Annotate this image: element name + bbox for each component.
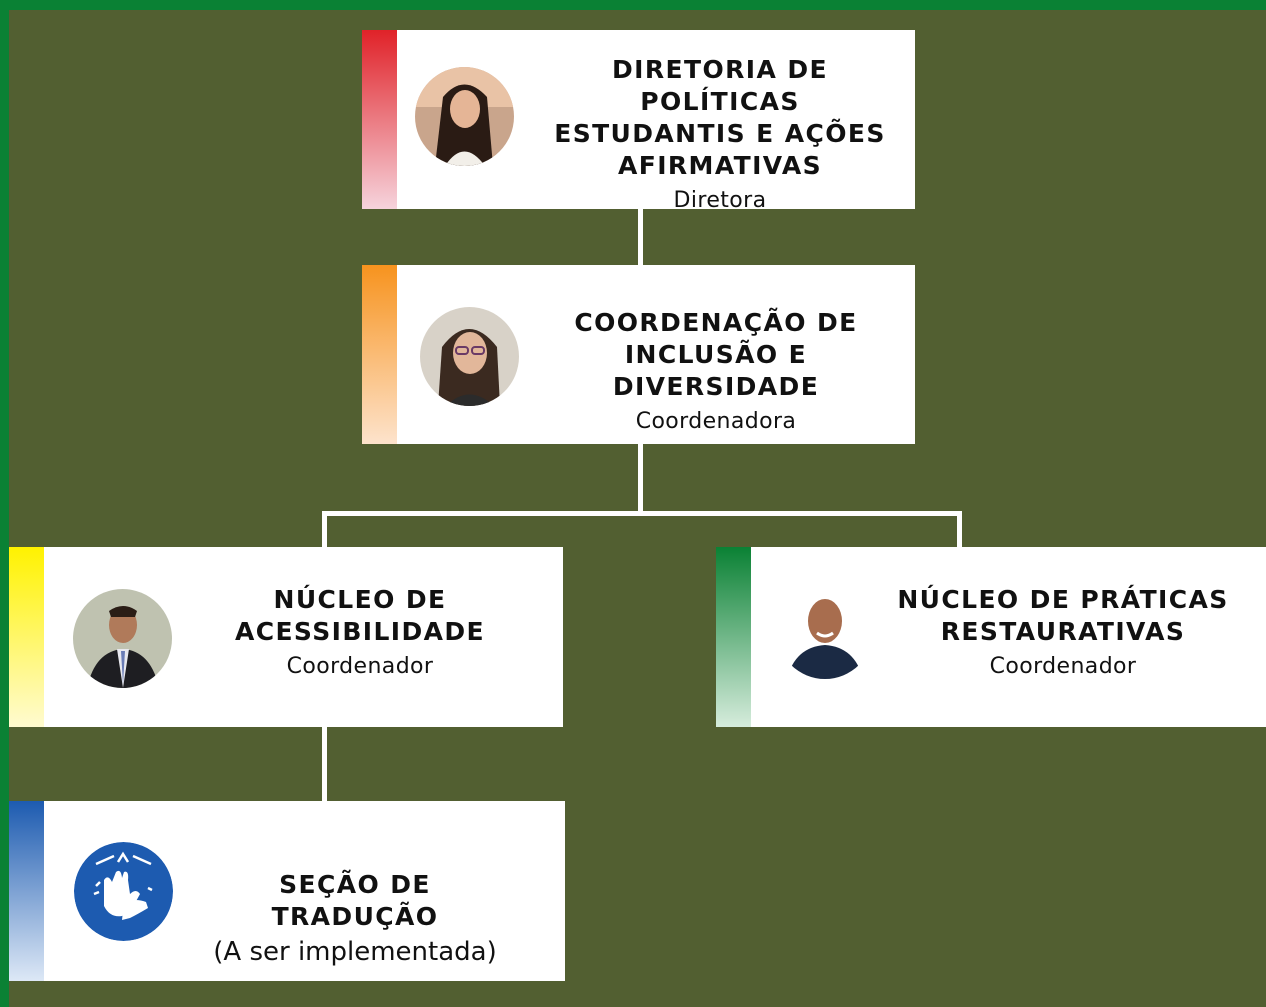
sign-language-icon bbox=[74, 842, 173, 941]
node-role: Coordenador bbox=[989, 654, 1137, 679]
connector-to-acessibilidade bbox=[322, 511, 327, 548]
person-photo-avatar bbox=[415, 67, 514, 166]
color-stripe-blue bbox=[9, 801, 44, 981]
node-text: SEÇÃO DE TRADUÇÃO (A ser implementada) bbox=[195, 869, 515, 969]
node-role: Coordenadora bbox=[635, 409, 797, 434]
node-coordenacao: COORDENAÇÃO DE INCLUSÃO E DIVERSIDADE Co… bbox=[362, 265, 915, 444]
connector-diretoria-coordenacao bbox=[638, 209, 643, 266]
node-diretoria: DIRETORIA DE POLÍTICAS ESTUDANTIS E AÇÕE… bbox=[362, 30, 915, 209]
node-title: NÚCLEO DE PRÁTICAS RESTAURATIVAS bbox=[897, 585, 1229, 646]
node-title: NÚCLEO DE ACESSIBILIDADE bbox=[234, 585, 486, 646]
connector-coordenacao-down bbox=[638, 444, 643, 513]
node-text: DIRETORIA DE POLÍTICAS ESTUDANTIS E AÇÕE… bbox=[532, 54, 908, 209]
node-acessibilidade: NÚCLEO DE ACESSIBILIDADE Coordenador bbox=[9, 547, 563, 727]
node-title: SEÇÃO DE TRADUÇÃO bbox=[271, 870, 439, 931]
person-photo-avatar bbox=[420, 307, 519, 406]
connector-to-restaurativas bbox=[957, 511, 962, 548]
node-role: Diretora bbox=[673, 188, 767, 209]
node-text: COORDENAÇÃO DE INCLUSÃO E DIVERSIDADE Co… bbox=[530, 307, 902, 437]
color-stripe-yellow bbox=[9, 547, 44, 727]
node-traducao: SEÇÃO DE TRADUÇÃO (A ser implementada) bbox=[9, 801, 565, 981]
node-text: NÚCLEO DE PRÁTICAS RESTAURATIVAS Coorden… bbox=[896, 584, 1230, 682]
person-photo-avatar bbox=[777, 583, 873, 679]
node-text: NÚCLEO DE ACESSIBILIDADE Coordenador bbox=[185, 584, 535, 682]
node-role: Coordenador bbox=[286, 654, 434, 679]
color-stripe-red bbox=[362, 30, 397, 209]
node-note: (A ser implementada) bbox=[213, 937, 497, 967]
node-restaurativas: NÚCLEO DE PRÁTICAS RESTAURATIVAS Coorden… bbox=[716, 547, 1266, 727]
node-title: DIRETORIA DE POLÍTICAS ESTUDANTIS E AÇÕE… bbox=[554, 55, 886, 180]
connector-horizontal bbox=[322, 511, 962, 516]
color-stripe-orange bbox=[362, 265, 397, 444]
node-title: COORDENAÇÃO DE INCLUSÃO E DIVERSIDADE bbox=[574, 308, 858, 401]
person-photo-avatar bbox=[73, 589, 172, 688]
color-stripe-green bbox=[716, 547, 751, 727]
connector-acessibilidade-traducao bbox=[322, 727, 327, 802]
